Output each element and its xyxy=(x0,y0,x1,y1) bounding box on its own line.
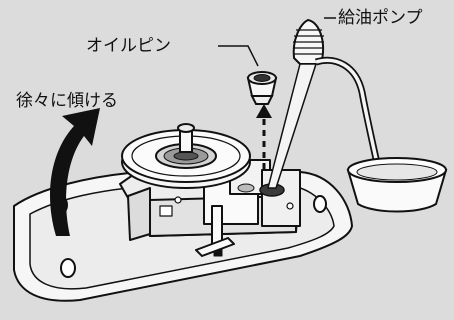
label-tilt-gradually: 徐々に傾ける xyxy=(16,91,118,111)
heater-mechanism xyxy=(119,123,301,257)
oil-pin-icon xyxy=(246,71,278,105)
leader-lines xyxy=(218,17,336,67)
bucket-icon xyxy=(346,157,448,213)
oil-pump-icon xyxy=(267,19,382,189)
label-oil-pin: オイルピン xyxy=(86,36,171,56)
curved-arrow-icon xyxy=(50,108,100,236)
dashed-arrow-icon xyxy=(256,104,272,172)
label-oil-pump: 給油ポンプ xyxy=(338,8,423,28)
